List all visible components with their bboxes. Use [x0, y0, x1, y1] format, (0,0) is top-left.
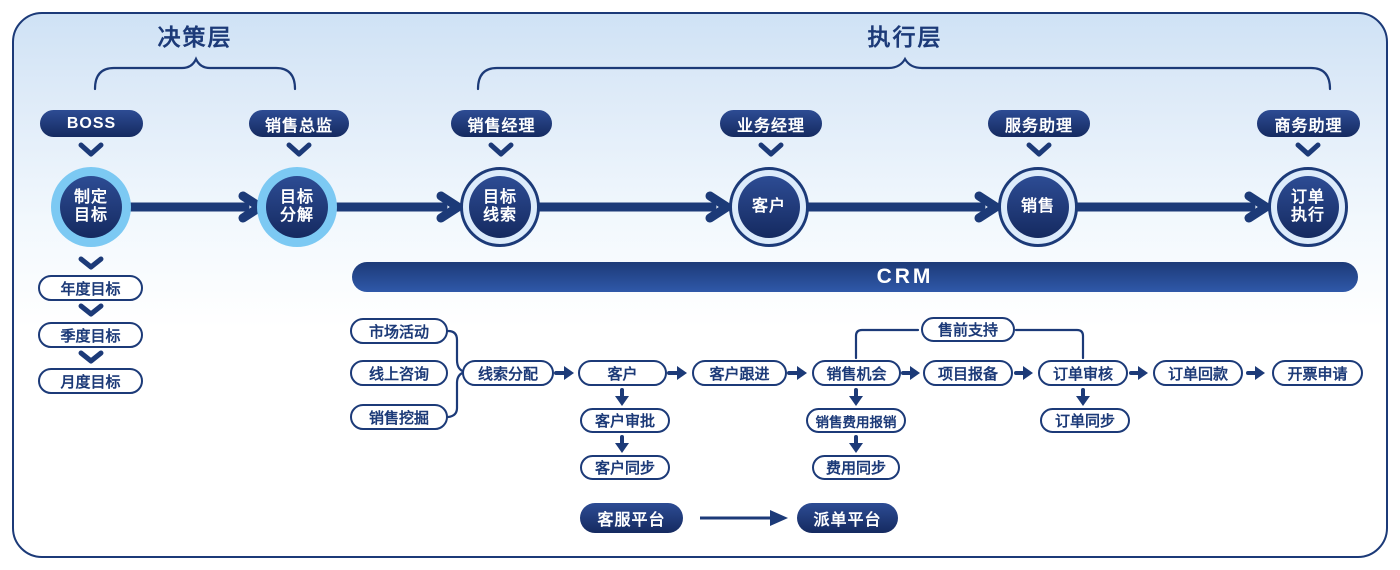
flow-pill-customer: 客户	[578, 360, 667, 386]
stage-node-customer: 客户	[729, 167, 809, 247]
stage-node-set-goals: 制定目标	[51, 167, 131, 247]
flow-pill-order-review: 订单审核	[1038, 360, 1128, 386]
role-pill-boss: BOSS	[40, 110, 143, 137]
flow-pill-project-filing: 项目报备	[923, 360, 1013, 386]
stage-node-target-leads: 目标线索	[460, 167, 540, 247]
platform-pill-customer-service: 客服平台	[580, 503, 683, 533]
platform-pill-dispatch: 派单平台	[797, 503, 898, 533]
goal-pill-annual: 年度目标	[38, 275, 143, 301]
stage-node-order-execution: 订单执行	[1268, 167, 1348, 247]
execution-layer-title: 执行层	[867, 24, 943, 50]
flow-pill-order-sync: 订单同步	[1040, 408, 1130, 433]
flow-pill-expense-sync: 费用同步	[812, 455, 900, 480]
source-pill-sales-mining: 销售挖掘	[350, 404, 448, 430]
role-pill-commerce-assistant: 商务助理	[1257, 110, 1360, 137]
flow-pill-customer-approval: 客户审批	[580, 408, 670, 433]
role-pill-business-manager: 业务经理	[720, 110, 822, 137]
flow-pill-customer-followup: 客户跟进	[692, 360, 787, 386]
stage-node-sales: 销售	[998, 167, 1078, 247]
flow-pill-order-payment: 订单回款	[1153, 360, 1243, 386]
goal-pill-quarterly: 季度目标	[38, 322, 143, 348]
flow-pill-customer-sync: 客户同步	[580, 455, 670, 480]
crm-bar-label: CRM	[876, 265, 934, 288]
source-pill-online-consult: 线上咨询	[350, 360, 448, 386]
flow-pill-sales-opportunity: 销售机会	[812, 360, 901, 386]
role-pill-sales-manager: 销售经理	[451, 110, 552, 137]
stage-node-goal-breakdown: 目标分解	[257, 167, 337, 247]
goal-pill-monthly: 月度目标	[38, 368, 143, 394]
role-pill-sales-director: 销售总监	[249, 110, 349, 137]
flow-pill-expense-reimbursement: 销售费用报销	[806, 408, 906, 433]
flow-pill-lead-assignment: 线索分配	[462, 360, 554, 386]
decision-layer-title: 决策层	[157, 24, 233, 50]
presales-support-pill: 售前支持	[921, 317, 1015, 342]
flow-pill-invoice-request: 开票申请	[1272, 360, 1363, 386]
source-pill-market-activity: 市场活动	[350, 318, 448, 344]
crm-bar: CRM	[352, 262, 1358, 292]
role-pill-service-assistant: 服务助理	[988, 110, 1090, 137]
